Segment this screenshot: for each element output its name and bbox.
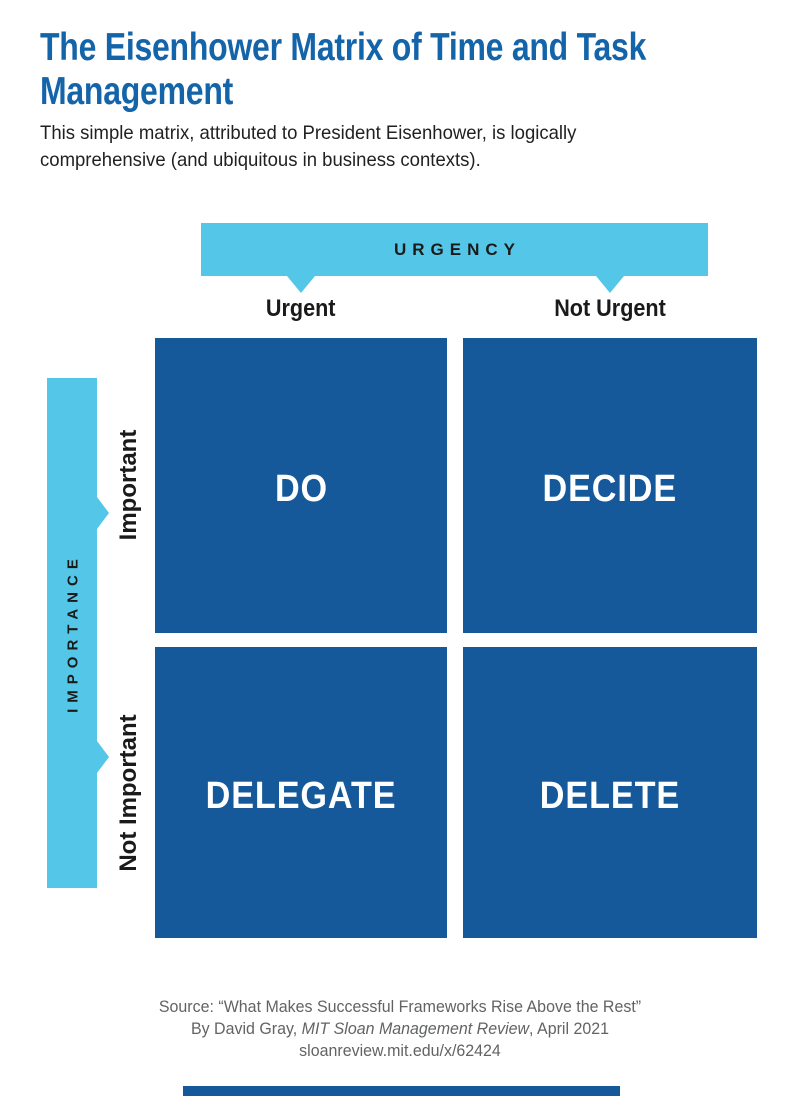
page-title: The Eisenhower Matrix of Time and Task M… [40, 26, 646, 114]
page-subtitle-line1: This simple matrix, attributed to Presid… [40, 122, 577, 144]
importance-axis-bar [47, 378, 109, 888]
quadrant-decide: DECIDE [463, 338, 757, 633]
column-label-urgent: Urgent [266, 295, 336, 322]
footer-byline: By David Gray, MIT Sloan Management Revi… [24, 1018, 776, 1040]
importance-axis-label: IMPORTANCE [64, 553, 82, 713]
right-pointer-icon [97, 497, 109, 529]
column-label-not-urgent: Not Urgent [554, 295, 666, 322]
right-pointer-icon [97, 741, 109, 773]
quadrant-delete-label: DELETE [539, 775, 681, 817]
page-title-line2: Management [40, 70, 234, 113]
page-subtitle: This simple matrix, attributed to Presid… [40, 120, 576, 174]
quadrant-delete: DELETE [463, 647, 757, 938]
row-label-not-important: Not Important [115, 714, 142, 872]
row-label-important: Important [115, 429, 142, 541]
footer-byline-prefix: By David Gray, [190, 1019, 302, 1038]
down-pointer-icon [287, 276, 315, 293]
quadrant-do-label: DO [274, 468, 328, 510]
urgency-axis-label: URGENCY [393, 239, 521, 259]
footer: Source: “What Makes Successful Framework… [24, 996, 776, 1062]
footer-source-line: Source: “What Makes Successful Framework… [158, 997, 642, 1016]
page-subtitle-line2: comprehensive (and ubiquitous in busines… [40, 149, 481, 171]
quadrant-delegate: DELEGATE [155, 647, 447, 938]
quadrant-do: DO [155, 338, 447, 633]
quadrant-decide-label: DECIDE [542, 468, 678, 510]
down-pointer-icon [596, 276, 624, 293]
urgency-axis-bar: URGENCY [201, 223, 708, 293]
page-title-line1: The Eisenhower Matrix of Time and Task [40, 26, 647, 69]
footer-byline-suffix: , April 2021 [529, 1019, 610, 1038]
quadrant-delegate-label: DELEGATE [205, 775, 397, 817]
bottom-accent-bar [183, 1086, 620, 1096]
footer-byline-publication: MIT Sloan Management Review [301, 1019, 530, 1038]
footer-url: sloanreview.mit.edu/x/62424 [299, 1041, 501, 1060]
